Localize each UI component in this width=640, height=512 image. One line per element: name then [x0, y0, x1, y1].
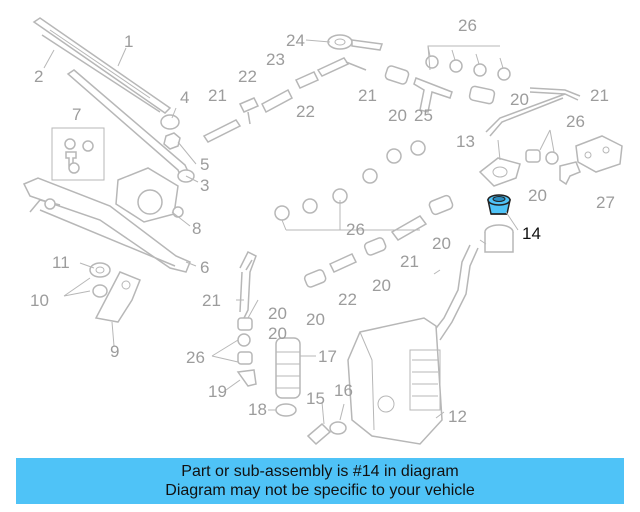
callout-10: 10: [30, 291, 49, 310]
callout-19: 19: [208, 382, 227, 401]
callout-1: 1: [124, 32, 133, 51]
callout-26-a: 26: [458, 16, 477, 35]
clip-26-d[interactable]: [545, 151, 559, 165]
wiper-arm-cap[interactable]: [160, 114, 180, 130]
callout-26-b: 26: [566, 112, 585, 131]
hose-21-middle[interactable]: [390, 215, 428, 241]
clip-26-c[interactable]: [237, 333, 251, 347]
hose-21-a[interactable]: [202, 119, 242, 143]
mounting-plate-13[interactable]: [478, 157, 521, 187]
callout-27: 27: [596, 193, 615, 212]
callout-7: 7: [72, 105, 81, 124]
callout-13: 13: [456, 132, 475, 151]
callout-23: 23: [266, 50, 285, 69]
info-banner: Part or sub-assembly is #14 in diagram D…: [16, 458, 624, 504]
callout-17: 17: [318, 347, 337, 366]
elbow-19[interactable]: [236, 369, 257, 387]
callout-21-a: 21: [208, 86, 227, 105]
callout-6: 6: [200, 258, 209, 277]
callout-25: 25: [414, 106, 433, 125]
clips-row-26[interactable]: [274, 140, 426, 221]
hose-24-line[interactable]: [316, 39, 383, 77]
parts-diagram: 1 2 3 4 5 6 7 8 9 10 11 12 13 14 15 16 1…: [22, 16, 623, 446]
callout-20-c: 20: [528, 186, 547, 205]
callout-8: 8: [192, 219, 201, 238]
fastener-kit-box[interactable]: [51, 127, 105, 181]
callout-26-d: 26: [186, 348, 205, 367]
hose-piece-20-d[interactable]: [428, 194, 454, 216]
callout-20-g: 20: [268, 304, 287, 323]
callout-4: 4: [180, 88, 189, 107]
grommet-18[interactable]: [275, 403, 297, 417]
wiper-motor[interactable]: [115, 167, 184, 223]
callout-12: 12: [448, 407, 467, 426]
callout-15: 15: [306, 389, 325, 408]
banner-line-disclaimer: Diagram may not be specific to your vehi…: [165, 482, 475, 499]
hose-21-left[interactable]: [239, 250, 257, 319]
callout-24: 24: [286, 31, 305, 50]
bracket[interactable]: [94, 271, 141, 323]
banner-line-part: Part or sub-assembly is #14 in diagram: [181, 463, 459, 480]
leader-lines: [43, 39, 555, 425]
callout-21-b: 21: [358, 86, 377, 105]
callout-14: 14: [522, 224, 541, 243]
nozzle-27[interactable]: [575, 135, 623, 173]
callout-16: 16: [334, 381, 353, 400]
connector-22-c[interactable]: [328, 253, 358, 273]
washer-pump-17[interactable]: [275, 337, 301, 399]
hose-piece-20-b[interactable]: [468, 85, 496, 105]
bushing[interactable]: [92, 284, 108, 298]
hose-23[interactable]: [261, 88, 293, 114]
elbow-19-b[interactable]: [559, 161, 581, 186]
callout-26-c: 26: [346, 220, 365, 239]
callout-20-h: 20: [268, 324, 287, 343]
callout-20-f: 20: [306, 310, 325, 329]
callout-2: 2: [34, 67, 43, 86]
callout-22-a: 22: [238, 67, 257, 86]
callout-20-e: 20: [372, 276, 391, 295]
callout-20-b: 20: [510, 90, 529, 109]
wiper-blade[interactable]: [32, 17, 172, 114]
seal-16[interactable]: [329, 421, 347, 435]
connector-20-c[interactable]: [525, 149, 541, 163]
callout-21-e: 21: [202, 291, 221, 310]
connector-24[interactable]: [327, 34, 353, 50]
callout-21-c: 21: [590, 86, 609, 105]
tee-connector-25[interactable]: [413, 77, 453, 113]
level-sensor-15[interactable]: [306, 422, 332, 446]
filler-neck[interactable]: [429, 224, 514, 341]
wiper-arm-nut[interactable]: [163, 132, 181, 150]
hose-piece-20-f[interactable]: [303, 269, 327, 289]
callout-21-d: 21: [400, 252, 419, 271]
wiper-linkage[interactable]: [22, 177, 191, 273]
callout-11: 11: [52, 253, 70, 272]
connector-20-h[interactable]: [237, 351, 253, 365]
callout-18: 18: [248, 400, 267, 419]
callout-22-b: 22: [296, 102, 315, 121]
callout-20-a: 20: [388, 106, 407, 125]
filler-cap-part-14[interactable]: [487, 194, 511, 215]
connector-20-g[interactable]: [237, 317, 253, 331]
nozzle-clips-26[interactable]: [425, 45, 511, 81]
callout-5: 5: [200, 155, 209, 174]
connector-22-a[interactable]: [238, 97, 260, 125]
washer-reservoir-12[interactable]: [347, 317, 443, 445]
grommet[interactable]: [89, 262, 111, 278]
connector-22-b[interactable]: [294, 71, 320, 89]
callout-9: 9: [110, 342, 119, 361]
callout-22-c: 22: [338, 290, 357, 309]
hose-piece-20-e[interactable]: [363, 237, 387, 257]
hose-piece-20-a[interactable]: [384, 65, 410, 85]
callout-3: 3: [200, 176, 209, 195]
hose-21-upper[interactable]: [485, 87, 581, 137]
callout-20-d: 20: [432, 234, 451, 253]
